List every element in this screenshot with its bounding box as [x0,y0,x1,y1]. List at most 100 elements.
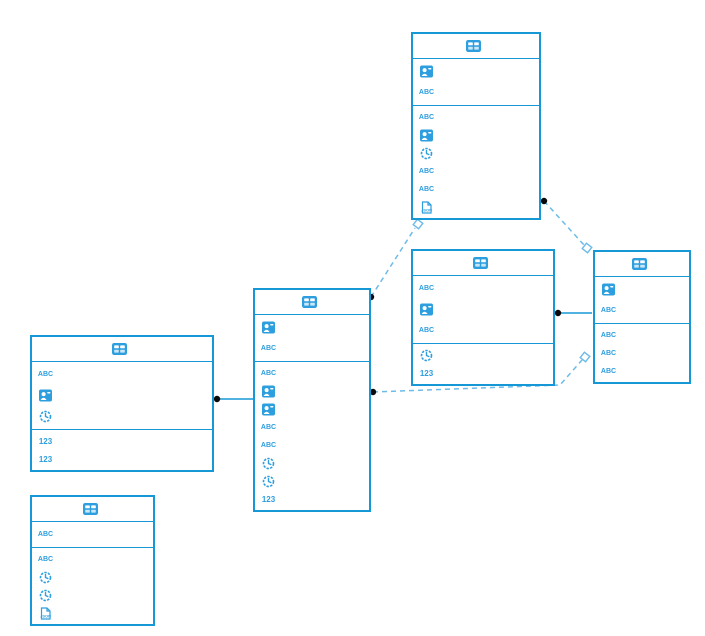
primary-key-section: ABC [32,522,153,548]
field-row-promo_codes-creation_time[interactable] [32,568,153,586]
relationship-rides-to-vehicles[interactable] [370,227,416,298]
abc-text-icon: ABC [418,285,435,292]
clock-icon [37,588,54,602]
clock-icon [260,456,277,470]
table-header-rides[interactable] [255,290,369,315]
json-doc-icon: JSON [37,606,54,620]
endpoint-diamond [581,242,593,254]
field-row-vehicles-type[interactable]: ABC [413,108,539,126]
endpoint-diamond [579,351,591,363]
clock-icon [418,146,435,160]
field-row-users-credit_card[interactable]: ABC [595,362,689,380]
abc-text-icon: ABC [418,185,435,193]
table-grid-icon [111,342,128,356]
abc-text-icon: ABC [418,167,435,175]
field-row-rides-revenue[interactable]: 123 [255,490,369,508]
field-row-promo_codes-rules[interactable]: JSON [32,604,153,622]
field-row-rides-start_time[interactable] [255,454,369,472]
field-row-rides-vehicle_city[interactable]: ABC [255,364,369,382]
table-node-users[interactable]: ABC ABC ABC ABC [593,250,691,384]
abc-text-icon: ABC [600,307,617,314]
field-row-vehicle_location_histories-city[interactable]: ABC [32,364,212,385]
abc-text-icon: ABC [260,345,277,352]
relationship-rides-to-users[interactable] [372,359,583,393]
table-header-promo_codes[interactable] [32,497,153,522]
field-row-user_promo_codes-usage_count[interactable]: 123 [413,364,553,382]
table-grid-icon [82,502,99,516]
field-row-user_promo_codes-timestamp[interactable] [413,346,553,364]
field-row-promo_codes-expiration_time[interactable] [32,586,153,604]
field-row-rides-id[interactable] [255,317,369,338]
field-row-vehicles-current_location[interactable]: ABC [413,180,539,198]
field-row-promo_codes-code[interactable]: ABC [32,524,153,545]
relationship-vehicles-to-users[interactable] [543,200,585,246]
json-doc-icon: JSON [418,200,435,214]
table-header-user_promo_codes[interactable] [413,251,553,276]
field-row-vehicles-owner_id[interactable] [413,126,539,144]
field-row-users-address[interactable]: ABC [595,344,689,362]
id-badge-icon [600,283,617,297]
field-row-rides-start_address[interactable]: ABC [255,418,369,436]
field-row-user_promo_codes-code[interactable]: ABC [413,320,553,341]
columns-section: ABC JSON [32,548,153,624]
clock-icon [37,410,54,424]
field-row-rides-rider_id[interactable] [255,382,369,400]
field-row-user_promo_codes-user_id[interactable] [413,299,553,320]
columns-section: ABC ABC ABC JSON [413,106,539,218]
abc-text-icon: ABC [260,441,277,449]
field-row-vehicle_location_histories-long[interactable]: 123 [32,450,212,468]
field-row-vehicles-city[interactable]: ABC [413,82,539,103]
field-row-users-city[interactable]: ABC [595,300,689,321]
field-row-promo_codes-description[interactable]: ABC [32,550,153,568]
field-row-vehicles-status[interactable]: ABC [413,162,539,180]
field-row-vehicle_location_histories-timestamp[interactable] [32,406,212,427]
field-row-user_promo_codes-city[interactable]: ABC [413,278,553,299]
field-row-users-id[interactable] [595,279,689,300]
numeric-123-icon: 123 [38,454,53,464]
field-row-rides-end_time[interactable] [255,472,369,490]
id-badge-icon [418,65,435,79]
svg-text:JSON: JSON [40,613,51,618]
abc-text-icon: ABC [37,371,54,378]
id-badge-icon [260,321,277,335]
table-node-vehicle_location_histories[interactable]: ABC 123 123 [30,335,214,472]
field-row-rides-city[interactable]: ABC [255,338,369,359]
abc-text-icon: ABC [600,367,617,375]
table-grid-icon [472,256,489,270]
table-node-promo_codes[interactable]: ABC ABC JSON [30,495,155,626]
field-row-users-name[interactable]: ABC [595,326,689,344]
field-row-vehicles-ext[interactable]: JSON [413,198,539,216]
field-row-vehicle_location_histories-lat[interactable]: 123 [32,432,212,450]
table-grid-icon [465,39,482,53]
field-row-vehicles-id[interactable] [413,61,539,82]
numeric-123-icon: 123 [38,436,53,446]
endpoint-dot [540,197,548,205]
abc-text-icon: ABC [418,89,435,96]
field-row-rides-end_address[interactable]: ABC [255,436,369,454]
id-badge-icon [418,303,435,317]
field-row-rides-vehicle_id[interactable] [255,400,369,418]
endpoint-dot [213,395,221,403]
table-header-users[interactable] [595,252,689,277]
table-node-vehicles[interactable]: ABC ABC ABC ABC JSON [411,32,541,220]
table-header-vehicle_location_histories[interactable] [32,337,212,362]
field-row-vehicles-creation_time[interactable] [413,144,539,162]
columns-section: ABC ABC ABC [595,324,689,382]
table-node-user_promo_codes[interactable]: ABC ABC 123 [411,249,555,386]
abc-text-icon: ABC [600,331,617,339]
abc-text-icon: ABC [418,113,435,121]
numeric-123-icon: 123 [419,368,434,378]
endpoint-dot [369,388,377,396]
id-badge-icon [260,402,277,416]
clock-icon [260,474,277,488]
numeric-123-icon: 123 [261,494,276,504]
table-header-vehicles[interactable] [413,34,539,59]
field-row-vehicle_location_histories-ride_id[interactable] [32,385,212,406]
table-node-rides[interactable]: ABC ABC ABC ABC 123 [253,288,371,512]
endpoint-dot [554,309,562,317]
id-badge-icon [418,128,435,142]
id-badge-icon [260,384,277,398]
